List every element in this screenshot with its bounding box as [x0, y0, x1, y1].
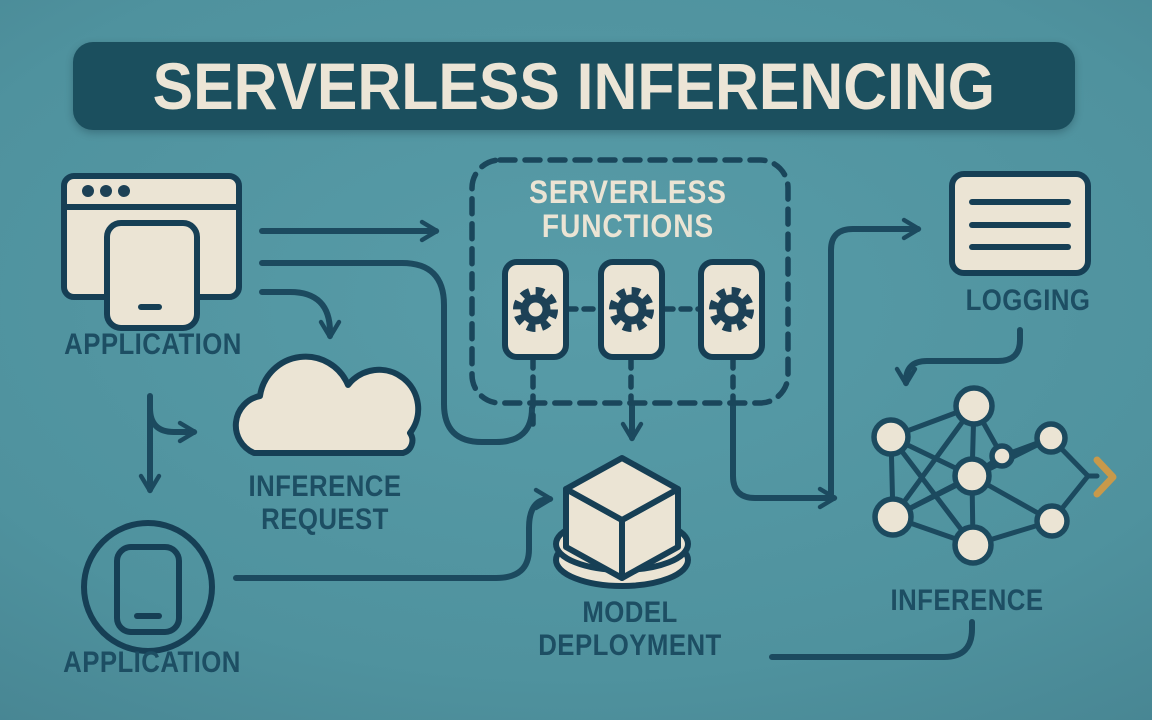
line-app-to-function1: [259, 260, 535, 445]
arrow-logging-to-inference: [894, 327, 1023, 387]
inference-request-label: INFERENCE REQUEST: [222, 470, 428, 536]
page-title: SERVERLESS INFERENCING: [152, 49, 996, 123]
smartphone-icon: [81, 520, 215, 654]
connector-arrows: [138, 217, 1023, 660]
arrow-branch-to-cloud: [147, 405, 198, 444]
gear-icon: [513, 287, 558, 332]
dashed-boundary: [469, 157, 791, 406]
inference-label: INFERENCE: [890, 584, 1044, 617]
model-deployment-label-line1: MODEL: [582, 596, 678, 629]
line-deployment-to-inference-label: [769, 619, 975, 660]
model-deployment-label: MODEL DEPLOYMENT: [523, 596, 738, 662]
logging-label: LOGGING: [965, 284, 1091, 317]
model-deployment-label-line2: DEPLOYMENT: [538, 629, 722, 662]
serverless-functions-title-line1: SERVERLESS: [529, 174, 727, 210]
neural-network-icon: [871, 385, 1117, 566]
serverless-functions-box: [469, 157, 791, 427]
inference-request-label-line2: REQUEST: [261, 503, 389, 536]
arrow-app-to-cloud: [259, 289, 342, 340]
gear-icon: [709, 287, 754, 332]
cube-deployment-icon: [553, 455, 691, 589]
application-mobile-label: APPLICATION: [63, 646, 241, 679]
function-card-3: [698, 259, 765, 360]
arrow-functions-to-inference: [730, 403, 838, 510]
inference-request-label-line1: INFERENCE: [248, 470, 402, 503]
title-banner: SERVERLESS INFERENCING: [73, 42, 1075, 130]
serverless-functions-title-line2: FUNCTIONS: [541, 208, 715, 244]
cloud-icon: [232, 353, 422, 456]
network-nodes: [871, 385, 1070, 566]
gear-icon: [609, 287, 654, 332]
serverless-functions-title: SERVERLESS FUNCTIONS: [518, 175, 738, 243]
function-card-1: [502, 259, 569, 360]
tablet-icon: [104, 220, 200, 331]
arrow-mobile-to-deployment: [233, 487, 554, 581]
function-card-2: [598, 259, 665, 360]
application-web-label: APPLICATION: [64, 328, 242, 361]
browser-window-icon: [61, 173, 242, 331]
log-file-icon: [949, 171, 1091, 276]
gold-output-chevron-icon: [1093, 456, 1117, 498]
arrow-branch-to-logging: [828, 217, 922, 501]
